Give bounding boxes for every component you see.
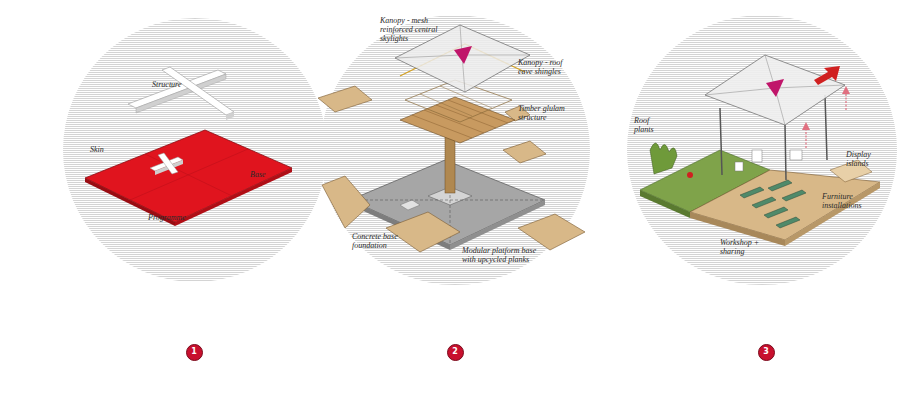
part-label: Timber glulam structure xyxy=(518,104,566,122)
base-plate xyxy=(130,149,248,200)
panel-backdrop xyxy=(627,15,897,285)
airflow-arrows xyxy=(842,86,850,94)
part-label: Roof plants xyxy=(634,116,670,134)
furniture xyxy=(752,197,776,208)
part-label: Furniture installations xyxy=(822,192,878,210)
part-label: Skin xyxy=(90,145,120,154)
part-label: Structure xyxy=(152,80,202,89)
roof-plants xyxy=(687,172,693,178)
part-label: Base xyxy=(250,170,280,179)
glulam-structure xyxy=(436,105,496,128)
furniture xyxy=(776,217,800,228)
upcycled-planks xyxy=(318,86,585,252)
base-plate xyxy=(85,130,292,226)
canopy-roof xyxy=(705,88,775,95)
glulam-structure xyxy=(412,115,472,138)
furniture xyxy=(735,150,806,228)
structure-cross xyxy=(128,67,234,120)
furniture xyxy=(740,187,764,198)
furniture xyxy=(764,207,788,218)
upcycled-planks xyxy=(318,86,372,112)
glulam-structure xyxy=(424,110,484,133)
platform xyxy=(640,190,690,218)
part-label: Kanopy - roof eave shingles xyxy=(518,58,568,76)
part-label: Kanopy - mesh reinforced central skyligh… xyxy=(380,16,462,43)
part-label: Concrete base foundation xyxy=(352,232,400,250)
canopy-roof xyxy=(395,25,530,92)
canopy-roof xyxy=(705,55,845,180)
concrete-slab xyxy=(400,200,420,210)
callout-text: 3 xyxy=(763,348,769,356)
platform xyxy=(690,170,880,240)
platform xyxy=(640,150,880,246)
callout-number: 2 xyxy=(447,344,464,361)
panel-backdrop xyxy=(63,18,327,282)
canopy-roof xyxy=(395,25,530,92)
base-plate xyxy=(85,130,292,222)
roof-plants xyxy=(650,143,693,178)
panel-backdrop xyxy=(63,15,897,285)
canopy-roof xyxy=(825,95,827,160)
furniture xyxy=(782,190,806,201)
programme-cross xyxy=(150,153,183,175)
airflow-arrows xyxy=(802,122,810,130)
glulam-structure xyxy=(400,97,515,143)
part-label: Programme xyxy=(148,213,208,222)
glulam-structure xyxy=(448,100,508,123)
furniture xyxy=(752,150,762,162)
programme-cross xyxy=(158,153,178,174)
glulam-structure xyxy=(420,94,472,116)
airflow-arrows xyxy=(802,66,850,148)
canopy-roof xyxy=(785,125,786,180)
callout-number: 1 xyxy=(186,344,203,361)
canopy-roof xyxy=(766,79,784,97)
canopy-roof xyxy=(720,108,722,175)
callout-text: 1 xyxy=(191,348,197,356)
airflow-arrows xyxy=(805,128,806,148)
upcycled-planks xyxy=(322,176,370,228)
part-label: Workshop + sharing xyxy=(720,238,776,256)
upcycled-planks xyxy=(503,141,546,163)
furniture xyxy=(790,150,802,160)
callout-text: 2 xyxy=(452,348,458,356)
canopy-roof xyxy=(705,55,845,125)
glulam-structure xyxy=(400,80,515,193)
airflow-arrows xyxy=(814,66,840,85)
airflow-arrows xyxy=(845,92,846,110)
panel-backdrop xyxy=(320,15,590,285)
canopy-roof xyxy=(454,46,472,64)
base-plate xyxy=(145,154,232,196)
canopy-roof xyxy=(775,85,845,88)
roof-plants xyxy=(650,143,677,174)
callout-number: 3 xyxy=(758,344,775,361)
furniture xyxy=(735,162,743,171)
canopy-roof xyxy=(395,55,462,58)
part-label: Display islands xyxy=(846,150,890,168)
furniture xyxy=(768,180,792,191)
structure-cross xyxy=(226,112,234,120)
structure-cross xyxy=(162,67,234,115)
concrete-slab xyxy=(360,200,545,201)
canopy-roof xyxy=(462,55,530,56)
part-label: Modular platform base with upcycled plan… xyxy=(462,246,540,264)
upcycled-planks xyxy=(518,214,585,250)
